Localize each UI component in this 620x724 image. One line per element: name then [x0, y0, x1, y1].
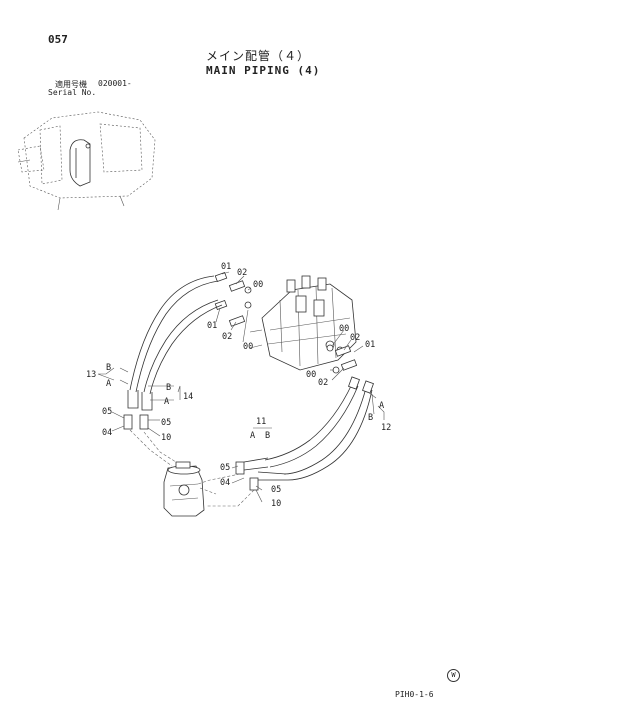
callout-04: 04	[220, 478, 230, 488]
title-japanese: メイン配管（４）	[206, 49, 311, 63]
callout-00: 00	[339, 324, 349, 334]
callout-01: 01	[207, 321, 217, 331]
callout-01: 01	[365, 340, 375, 350]
callout-A: A	[164, 397, 169, 407]
callout-02: 02	[350, 333, 360, 343]
callout-14: 14	[183, 392, 193, 402]
serial-range: 020001-	[98, 79, 132, 88]
callout-02: 02	[237, 268, 247, 278]
copyright-mark: W	[447, 669, 460, 682]
serial-label-japanese: 適用号機	[55, 80, 87, 89]
callout-12: 12	[381, 423, 391, 433]
control-valve	[249, 275, 357, 371]
callout-10: 10	[161, 433, 171, 443]
callout-A: A	[250, 431, 255, 441]
callout-01: 01	[221, 262, 231, 272]
swivel-joint	[163, 461, 205, 517]
callout-00: 00	[306, 370, 316, 380]
page-number: 057	[48, 33, 68, 46]
callout-B: B	[265, 431, 270, 441]
valve-fittings	[214, 271, 358, 374]
hoses-right	[235, 376, 374, 491]
title-english: MAIN PIPING (4)	[206, 64, 321, 77]
hoses-left	[123, 275, 223, 430]
callout-04: 04	[102, 428, 112, 438]
callout-00: 00	[243, 342, 253, 352]
callout-labels: 01 02 00 01 02 00 00 02 01 00 02 13 B A …	[86, 262, 391, 509]
serial-label-english: Serial No.	[48, 88, 97, 97]
callout-05: 05	[271, 485, 281, 495]
connection-lines	[129, 429, 255, 507]
callout-A: A	[379, 401, 384, 411]
callout-10: 10	[271, 499, 281, 509]
callout-B: B	[368, 413, 373, 423]
leader-lines	[97, 271, 385, 503]
callout-05: 05	[102, 407, 112, 417]
machine-thumbnail	[17, 111, 156, 211]
callout-02: 02	[222, 332, 232, 342]
callout-02: 02	[318, 378, 328, 388]
callout-05: 05	[220, 463, 230, 473]
callout-B: B	[166, 383, 171, 393]
document-code: PIH0-1-6	[395, 690, 434, 699]
callout-13: 13	[86, 370, 96, 380]
callout-B: B	[106, 363, 111, 373]
callout-11: 11	[256, 417, 266, 427]
callout-A: A	[106, 379, 111, 389]
callout-05: 05	[161, 418, 171, 428]
callout-00: 00	[253, 280, 263, 290]
